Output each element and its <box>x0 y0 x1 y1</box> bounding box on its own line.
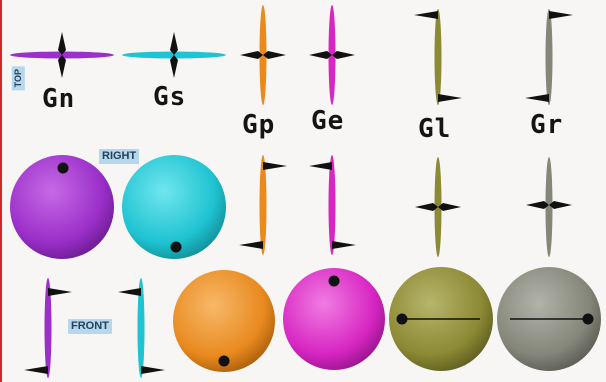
left-border <box>0 0 2 382</box>
ge-front-view <box>283 268 385 370</box>
label-gp: Gp <box>242 110 276 140</box>
gl-top-view <box>414 9 462 105</box>
label-ge: Ge <box>311 106 345 136</box>
gs-right-view <box>122 155 226 259</box>
gr-top-view <box>525 9 573 105</box>
gr-right-view <box>526 157 572 257</box>
label-gr: Gr <box>530 110 564 140</box>
gp-front-view <box>173 270 275 372</box>
ge-top-view <box>309 5 355 105</box>
gn-front-view <box>24 278 72 378</box>
gp-right-view <box>239 155 287 255</box>
gr-front-view <box>497 267 601 371</box>
gn-top-view <box>10 32 114 78</box>
label-gn: Gn <box>42 84 76 114</box>
gl-right-view <box>415 157 461 257</box>
gs-top-view <box>122 32 226 78</box>
label-gl: Gl <box>418 114 452 144</box>
ge-right-view <box>309 155 356 255</box>
view-tag-front: FRONT <box>68 319 112 335</box>
gs-front-view <box>118 278 165 378</box>
view-tag-right: RIGHT <box>99 149 140 165</box>
label-gs: Gs <box>153 82 187 112</box>
gl-front-view <box>389 267 493 371</box>
gp-top-view <box>240 5 286 105</box>
gn-right-view <box>10 155 114 259</box>
view-tag-top: TOP <box>12 66 25 91</box>
